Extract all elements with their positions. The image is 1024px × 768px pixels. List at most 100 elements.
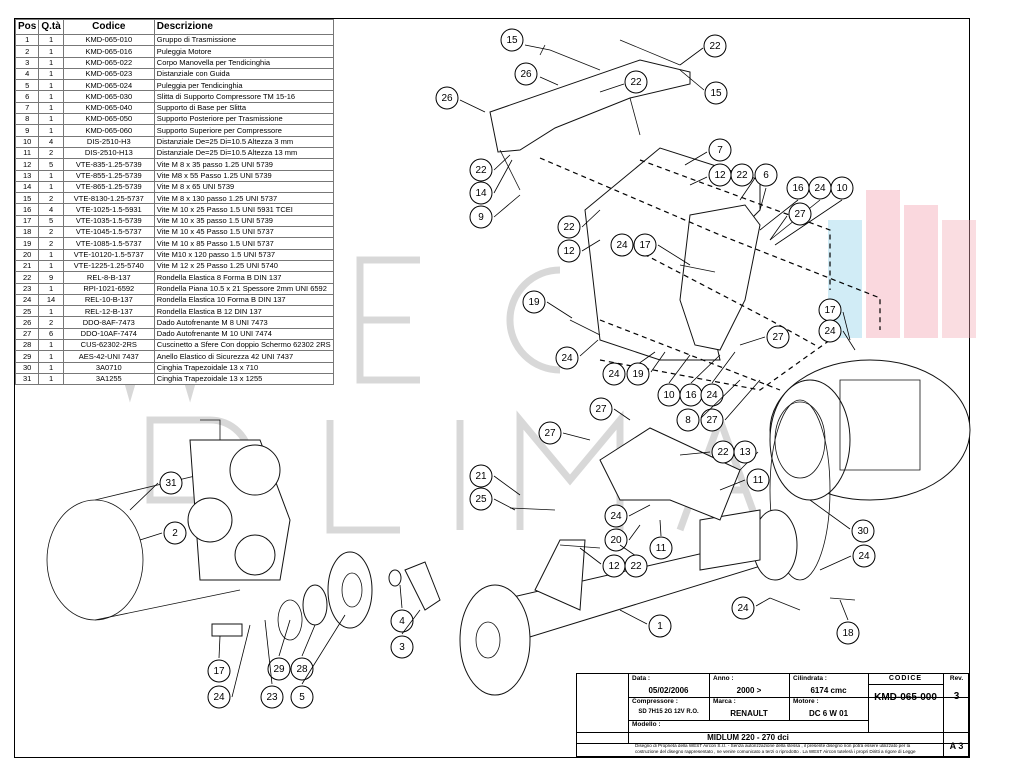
callout-balloon: 12 <box>689 163 732 187</box>
callout-balloon: 22 <box>557 209 601 239</box>
callout-number: 27 <box>772 332 784 343</box>
callout-number: 24 <box>610 511 622 522</box>
row-qta: 2 <box>38 146 64 160</box>
row-descrizione: Corpo Manovella per Tendicinghia <box>153 56 334 69</box>
callout-leader-line <box>739 177 756 201</box>
row-pos: 23 <box>14 282 40 295</box>
callout-circle <box>557 215 581 239</box>
row-descrizione: Vite M 10 x 85 Passo 1.5 UNI 5737 <box>153 237 334 250</box>
row-descrizione: Gruppo di Trasmissione <box>153 33 334 47</box>
callout-circle <box>754 163 778 187</box>
row-codice: REL-12-B-137 <box>62 305 155 318</box>
callout-circle <box>163 521 187 545</box>
callout-circle <box>700 383 724 407</box>
callout-circle <box>624 70 648 94</box>
row-qta: 1 <box>38 169 64 182</box>
callout-leader-line <box>679 47 704 66</box>
callout-number: 18 <box>842 628 854 639</box>
callout-balloon: 27 <box>538 421 591 445</box>
callout-balloon: 25 <box>469 487 516 511</box>
callout-leader-line <box>493 194 521 218</box>
callout-number: 10 <box>663 390 675 401</box>
callout-number: 23 <box>266 692 278 703</box>
callout-circle <box>522 290 546 314</box>
callout-leader-line <box>809 499 851 530</box>
callout-balloon: 1 <box>619 609 672 638</box>
tb-codice-label: CODICE <box>888 675 923 682</box>
row-pos: 19 <box>14 237 40 250</box>
row-codice: VTE-1045-1.5-5737 <box>62 226 155 239</box>
row-codice: DDO-10AF-7474 <box>62 327 155 341</box>
callout-circle <box>589 397 613 421</box>
row-descrizione: Supporto Superiore per Compressore <box>153 124 334 137</box>
row-descrizione: Supporto Posteriore per Trasmissione <box>153 113 334 126</box>
callout-number: 19 <box>528 297 540 308</box>
callout-circle <box>207 685 231 709</box>
callout-circle <box>469 487 493 511</box>
callout-circle <box>830 176 854 200</box>
row-descrizione: Dado Autofrenante M 10 UNI 7474 <box>153 327 334 341</box>
tb-compressore: Compressore : SD 7H15 2G 12V R.O. <box>632 698 699 715</box>
header-qta: Q.tà <box>38 19 64 35</box>
row-codice: KMD-065-060 <box>62 124 155 137</box>
callout-number: 15 <box>506 35 518 46</box>
row-pos: 12 <box>14 158 40 171</box>
header-descrizione: Descrizione <box>153 19 334 35</box>
callout-circle <box>290 685 314 709</box>
callout-number: 22 <box>717 447 729 458</box>
callout-leader-line <box>493 159 513 194</box>
callout-circle <box>708 138 732 162</box>
row-codice: VTE-8130-1.25-5737 <box>62 192 155 205</box>
callout-leader-line <box>684 151 708 166</box>
callout-balloon: 9 <box>469 194 521 229</box>
row-descrizione: Rondella Elastica B 12 DIN 137 <box>153 305 334 318</box>
callout-leader-line <box>759 199 799 231</box>
row-descrizione: Distanziale De=25 Di=10.5 Altezza 13 mm <box>153 146 334 160</box>
screws <box>509 39 856 611</box>
row-qta: 1 <box>38 101 64 115</box>
row-codice: VTE-1035-1.5-5739 <box>62 214 155 228</box>
row-qta: 2 <box>38 316 64 329</box>
row-pos: 31 <box>14 372 40 386</box>
callout-balloon: 26 <box>435 86 486 113</box>
callout-balloon: 26 <box>514 62 559 86</box>
callout-balloon: 29 <box>267 619 291 681</box>
belt-30 <box>769 399 831 581</box>
tb-format: A 3 <box>949 741 964 751</box>
callout-number: 10 <box>836 183 848 194</box>
callout-balloon: 23 <box>260 619 284 709</box>
callout-number: 1 <box>657 621 663 632</box>
callout-leader-line <box>218 635 221 659</box>
callout-number: 14 <box>475 188 487 199</box>
row-pos: 2 <box>14 45 40 58</box>
callout-circle <box>731 596 755 620</box>
callout-circle <box>700 408 724 432</box>
row-pos: 15 <box>14 192 40 205</box>
callout-leader-line <box>231 624 251 698</box>
callout-balloon: 10 <box>774 176 854 246</box>
callout-leader-line <box>579 547 602 565</box>
row-qta: 1 <box>38 259 64 273</box>
row-codice: KMD-065-023 <box>62 67 155 81</box>
row-codice: KMD-065-040 <box>62 101 155 115</box>
row-descrizione: Vite M 10 x 35 passo 1.5 UNI 5739 <box>153 214 334 228</box>
callout-leader-line <box>493 498 516 511</box>
row-descrizione: Vite M10 x 120 passo 1.5 UNI 5737 <box>153 248 334 261</box>
row-descrizione: Puleggia Motore <box>153 45 334 58</box>
callout-leader-line <box>711 351 736 384</box>
row-pos: 17 <box>14 214 40 228</box>
callout-leader-line <box>628 504 651 517</box>
callout-number: 4 <box>399 616 405 627</box>
callout-balloon: 22 <box>599 70 648 94</box>
callout-balloon: 5 <box>290 614 346 709</box>
rear-support <box>599 427 741 521</box>
